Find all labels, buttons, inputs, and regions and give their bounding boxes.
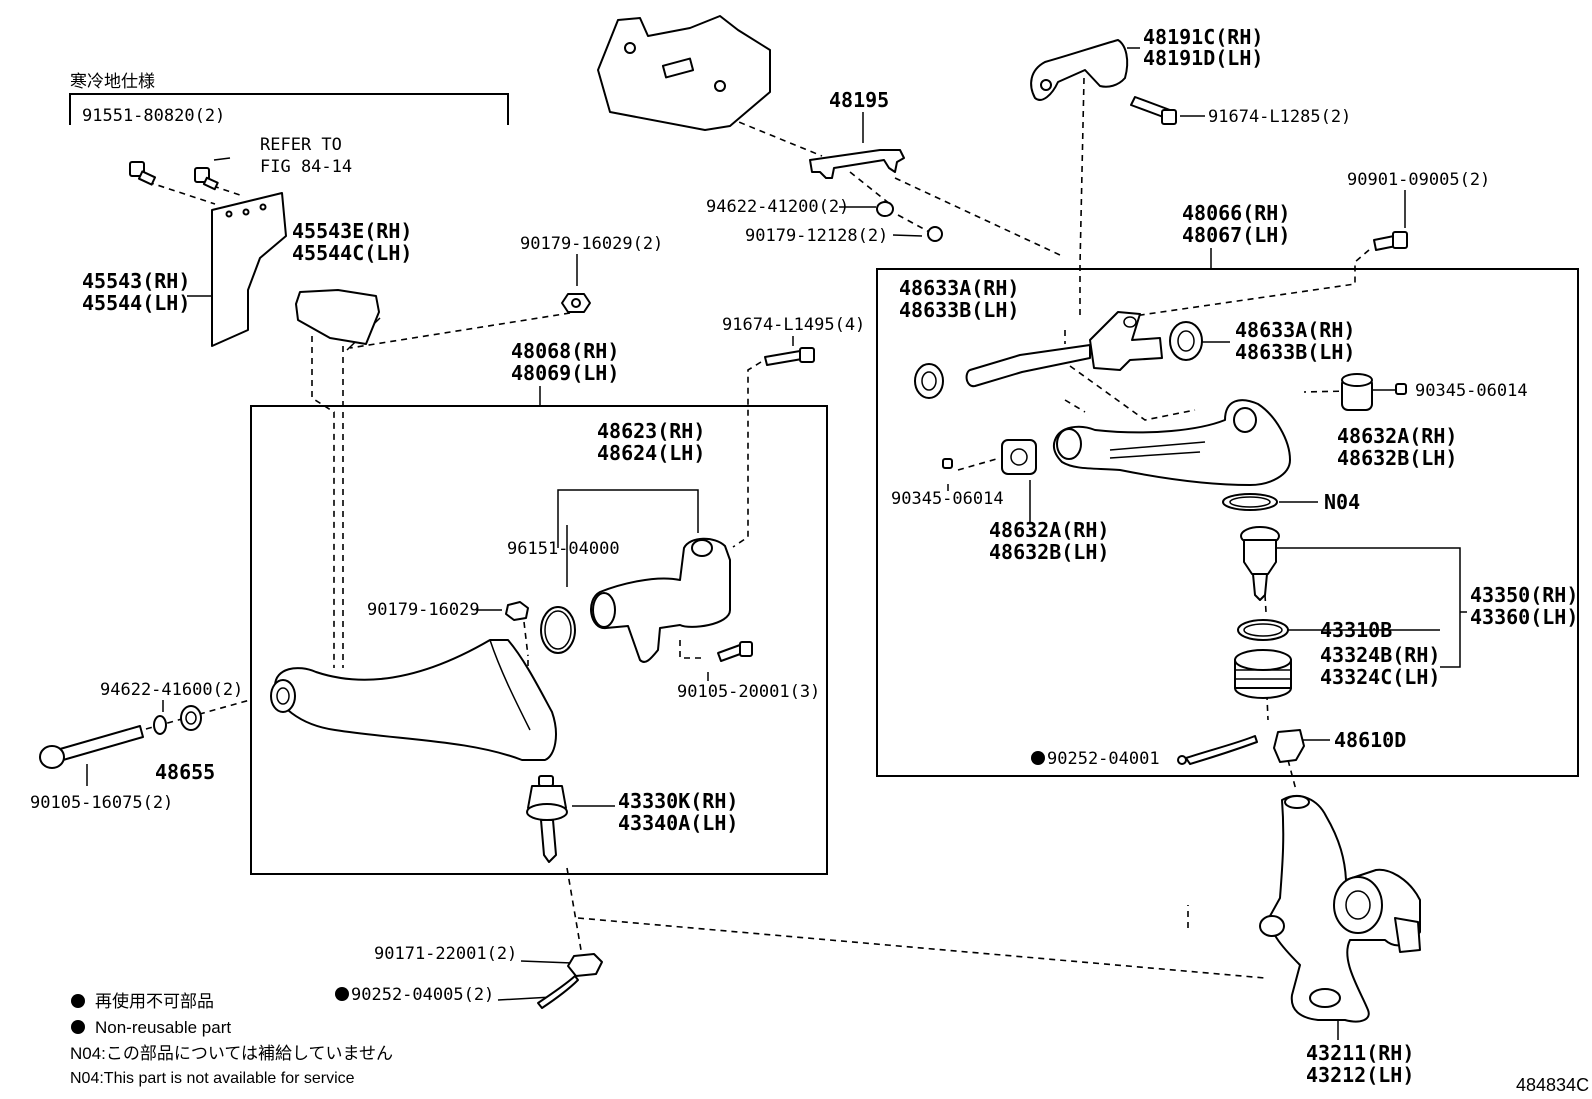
fender-liner-drawing — [295, 289, 380, 345]
o-ring-96151-drawing — [540, 606, 576, 654]
legend-en-n04: N04:This part is not available for servi… — [70, 1070, 355, 1087]
label-48191d-lh: 48191D(LH) — [1143, 46, 1263, 70]
label-43350-rh: 43350(RH) — [1470, 583, 1578, 607]
leader-lines — [86, 47, 1467, 1040]
label-n04: N04 — [1324, 490, 1360, 514]
label-90105-20001: 90105-20001(3) — [677, 682, 820, 702]
nut-90179-12128-drawing — [927, 226, 943, 242]
label-90105-16075: 90105-16075(2) — [30, 793, 173, 813]
mudguard-plate-drawing — [211, 192, 287, 347]
refer-to-line1: REFER TO — [260, 135, 342, 155]
label-48067-lh: 48067(LH) — [1182, 223, 1290, 247]
bolt-91551-drawing — [129, 161, 219, 191]
label-48632a-rh-right: 48632A(RH) — [1337, 424, 1457, 448]
label-43310b: 43310B — [1320, 618, 1392, 642]
label-43211-rh: 43211(RH) — [1306, 1041, 1414, 1065]
label-43360-lh: 43360(LH) — [1470, 605, 1578, 629]
label-90901: 90901-09005(2) — [1347, 170, 1490, 190]
lower-arm-assembly-frame — [250, 405, 828, 875]
washer-94622-41200-drawing — [876, 201, 894, 217]
label-94622-41600: 94622-41600(2) — [100, 680, 243, 700]
steering-knuckle-drawing — [1259, 795, 1421, 1023]
label-91674-l1285: 91674-L1285(2) — [1208, 107, 1351, 127]
castle-nut-90171-drawing — [567, 953, 603, 977]
bolt-90105-16075-drawing — [59, 725, 144, 761]
label-43330k-rh: 43330K(RH) — [618, 789, 738, 813]
label-48632a-rh-left: 48632A(RH) — [989, 518, 1109, 542]
bushing-48632-right-drawing — [1341, 373, 1373, 411]
figure-code: 484834C — [1516, 1075, 1589, 1095]
legend-jp-n04: N04:この部品については補給していません — [70, 1044, 393, 1063]
lower-ball-joint-drawing — [526, 775, 568, 863]
legend-en-nonreusable: Non-reusable part — [95, 1018, 231, 1037]
bracket-48623-drawing — [590, 537, 731, 663]
label-90179-12128: 90179-12128(2) — [745, 226, 888, 246]
nonreusable-dot-90252-04005 — [335, 987, 349, 1001]
label-43340a-lh: 43340A(LH) — [618, 811, 738, 835]
label-43324b-rh: 43324B(RH) — [1320, 643, 1440, 667]
label-48068-rh: 48068(RH) — [511, 339, 619, 363]
label-91674-l1495: 91674-L1495(4) — [722, 315, 865, 335]
cold-spec-label: 寒冷地仕様 — [70, 72, 155, 91]
label-48633b-lh-left: 48633B(LH) — [899, 298, 1019, 322]
label-48610d: 48610D — [1334, 728, 1406, 752]
cotter-pin-90252-04001-drawing — [1185, 735, 1258, 765]
label-94622-41200: 94622-41200(2) — [706, 197, 849, 217]
camber-shaft-drawing — [965, 344, 1091, 388]
cotter-pin-90252-04005-drawing — [537, 975, 579, 1009]
label-90252-04001: 90252-04001 — [1047, 749, 1160, 769]
label-48633b-lh-right: 48633B(LH) — [1235, 340, 1355, 364]
label-48195: 48195 — [829, 88, 889, 112]
upper-ball-joint-drawing — [1240, 526, 1280, 601]
label-90345-right: 90345-06014 — [1415, 381, 1528, 401]
label-48655: 48655 — [155, 760, 215, 784]
label-96151: 96151-04000 — [507, 539, 620, 559]
dust-boot-43324-drawing — [1234, 649, 1292, 699]
cold-spec-bracket — [69, 93, 509, 125]
bushing-48633-right-drawing — [1169, 321, 1203, 361]
bracket-48191-drawing — [1030, 39, 1129, 101]
label-90179-16029-2: 90179-16029(2) — [520, 234, 663, 254]
ring-43310b-drawing — [1237, 619, 1289, 641]
label-48632b-lh-left: 48632B(LH) — [989, 540, 1109, 564]
label-45543-rh: 45543(RH) — [82, 269, 190, 293]
label-90171: 90171-22001(2) — [374, 944, 517, 964]
label-48066-rh: 48066(RH) — [1182, 201, 1290, 225]
part-labels: 91551-80820(2) REFER TO FIG 84-14 45543(… — [30, 25, 1578, 1087]
bolt-91674-l1495-drawing — [764, 350, 803, 366]
lower-control-arm-drawing — [274, 639, 557, 761]
label-91551: 91551-80820(2) — [82, 106, 225, 126]
label-48624-lh: 48624(LH) — [597, 441, 705, 465]
legend: 再使用不可部品 Non-reusable part N04:この部品については補… — [70, 991, 393, 1087]
plate-48195-drawing — [809, 149, 905, 179]
label-90252-04005: 90252-04005(2) — [351, 985, 494, 1005]
label-90179-16029: 90179-16029 — [367, 600, 480, 620]
legend-dot-jp — [71, 994, 85, 1008]
label-48191c-rh: 48191C(RH) — [1143, 25, 1263, 49]
label-45544-lh: 45544(LH) — [82, 291, 190, 315]
bushing-48632-left-drawing — [1001, 439, 1037, 475]
bushing-48633-left-drawing — [914, 363, 944, 399]
legend-jp-nonreusable: 再使用不可部品 — [95, 991, 214, 1011]
label-48623-rh: 48623(RH) — [597, 419, 705, 443]
label-90345-left: 90345-06014 — [891, 489, 1004, 509]
washer-94622-41600-drawing — [153, 715, 167, 735]
nonreusable-dot-90252-04001 — [1031, 751, 1045, 765]
label-48632b-lh-right: 48632B(LH) — [1337, 446, 1457, 470]
refer-to-line2: FIG 84-14 — [260, 157, 352, 177]
label-48633a-rh-left: 48633A(RH) — [899, 276, 1019, 300]
upper-control-arm-drawing — [1052, 399, 1291, 486]
part-drawings — [39, 15, 1421, 1023]
bushing-48655-drawing — [180, 705, 202, 731]
label-43212-lh: 43212(LH) — [1306, 1063, 1414, 1087]
label-48633a-rh-right: 48633A(RH) — [1235, 318, 1355, 342]
label-45543e-rh: 45543E(RH) — [292, 219, 412, 243]
label-43324c-lh: 43324C(LH) — [1320, 665, 1440, 689]
legend-dot-en — [71, 1020, 85, 1034]
upper-arm-assembly-frame — [876, 268, 1579, 777]
label-45544c-lh: 45544C(LH) — [292, 241, 412, 265]
label-48069-lh: 48069(LH) — [511, 361, 619, 385]
castle-nut-48610d-drawing — [1273, 729, 1305, 763]
